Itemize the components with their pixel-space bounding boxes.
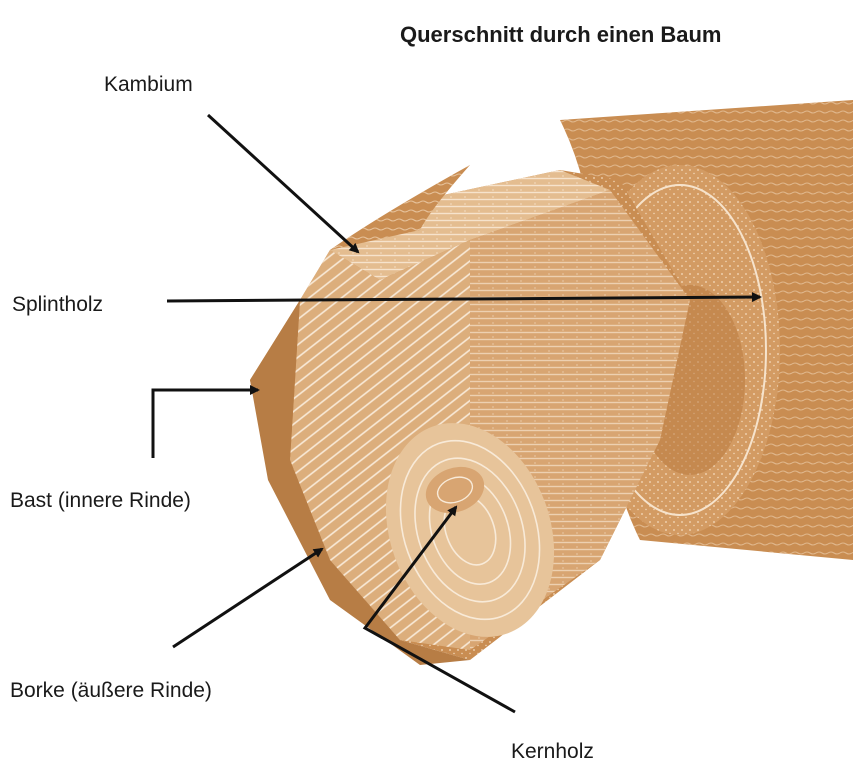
label-borke: Borke (äußere Rinde) <box>10 680 212 701</box>
arrow-kambium <box>208 115 358 252</box>
label-kernholz: Kernholz <box>511 741 594 762</box>
label-kambium: Kambium <box>104 74 193 95</box>
label-bast: Bast (innere Rinde) <box>10 490 191 511</box>
label-splintholz: Splintholz <box>12 294 103 315</box>
arrow-borke <box>173 549 322 647</box>
diagram-title: Querschnitt durch einen Baum <box>400 22 722 48</box>
arrow-bast <box>153 390 258 458</box>
